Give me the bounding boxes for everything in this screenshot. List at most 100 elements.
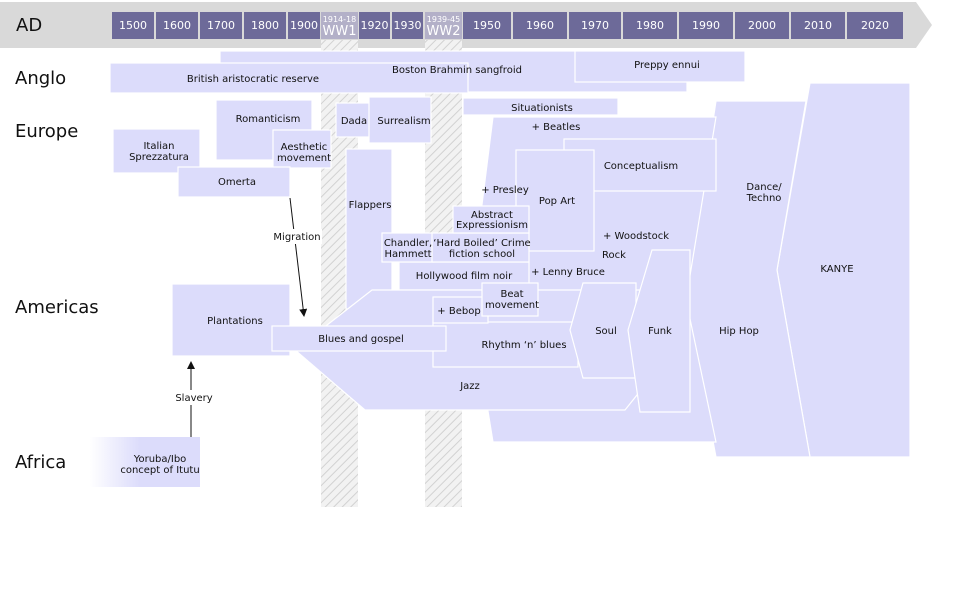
tick-label-1980: 1980 [636, 19, 664, 32]
hardboiled-block [431, 232, 530, 263]
blues-block [271, 325, 447, 352]
tick-label-1960: 1960 [526, 19, 554, 32]
tick-label-1800: 1800 [251, 19, 279, 32]
abstract-label-1: Abstract [471, 210, 513, 221]
plantations-label: Plantations [207, 316, 263, 327]
dance-label-1: Dance/ [746, 182, 782, 193]
slavery-label: Slavery [175, 393, 212, 404]
hardboiled-label-1: ‘Hard Boiled’ Crime [433, 238, 530, 249]
surrealism-block [368, 96, 432, 144]
tick-label-1950: 1950 [473, 19, 501, 32]
plantations-block [171, 283, 291, 357]
abstract-label-2: Expressionism [456, 220, 528, 231]
italian-block [112, 128, 201, 174]
funk-block [627, 249, 691, 413]
soul-label: Soul [595, 326, 617, 337]
italian-label-1: Italian [143, 141, 174, 152]
tick-label-2010: 2010 [804, 19, 832, 32]
soul-block [569, 282, 637, 379]
popart-label: Pop Art [539, 196, 575, 207]
tick-box-2010 [791, 12, 845, 39]
boston-label: Boston Brahmin sangfroid [392, 65, 522, 76]
tick-label-1600: 1600 [163, 19, 191, 32]
british-label: British aristocratic reserve [187, 74, 319, 85]
tick-box-1700 [200, 12, 242, 39]
beat-label-2: movement [485, 300, 539, 311]
tick-box-1970 [569, 12, 621, 39]
migration-arrow [289, 197, 308, 317]
woodstock-label: + Woodstock [603, 231, 669, 242]
ww1-name: WW1 [323, 24, 357, 39]
situationists-label: Situationists [511, 103, 573, 114]
situationists-block [462, 97, 619, 116]
italian-label-2: Sprezzatura [129, 152, 189, 163]
tick-label-1900: 1900 [290, 19, 318, 32]
tick-box-1990 [679, 12, 733, 39]
tick-box-1960 [513, 12, 567, 39]
yoruba-label-2: concept of Itutu [120, 465, 199, 476]
tick-box-1500 [112, 12, 154, 39]
ww2-name: WW2 [427, 24, 461, 39]
tick-box-1930 [392, 12, 423, 39]
region-africa: Africa [15, 452, 66, 473]
jazz-label: Jazz [459, 381, 480, 392]
ww2-years: 1939-45 [427, 15, 460, 24]
ww2-box [425, 12, 462, 39]
funk-label: Funk [648, 326, 672, 337]
tick-box-1920 [359, 12, 390, 39]
tick-box-1800 [244, 12, 286, 39]
noir-label: Hollywood film noir [416, 271, 513, 282]
tick-box-1950 [463, 12, 511, 39]
lenny-label: + Lenny Bruce [531, 267, 605, 278]
british-block [109, 62, 469, 94]
abstract-block [452, 205, 530, 234]
beatles-label: + Beatles [532, 122, 581, 133]
tick-box-2020 [847, 12, 903, 39]
surrealism-label: Surrealism [377, 116, 430, 127]
flappers-label: Flappers [349, 200, 392, 211]
omerta-label: Omerta [218, 177, 256, 188]
tick-label-2000: 2000 [748, 19, 776, 32]
tick-box-1900 [288, 12, 320, 39]
tick-box-1600 [156, 12, 198, 39]
presley-label: + Presley [481, 185, 529, 196]
rock-label: Rock [602, 250, 626, 261]
rnb-label: Rhythm ‘n’ blues [481, 340, 566, 351]
region-americas: Americas [15, 297, 99, 318]
hardboiled-label-2: fiction school [449, 249, 515, 260]
ww1-years: 1914-18 [323, 15, 356, 24]
beat-block [481, 282, 539, 317]
chandler-label-1: Chandler, [384, 238, 432, 249]
preppy-label: Preppy ennui [634, 60, 700, 71]
aesthetic-label-2: movement [277, 153, 331, 164]
tick-box-2000 [735, 12, 789, 39]
yoruba-block [90, 437, 200, 487]
blues-label: Blues and gospel [318, 334, 403, 345]
conceptualism-label: Conceptualism [604, 161, 678, 172]
tick-label-2020: 2020 [861, 19, 889, 32]
beat-label-1: Beat [500, 289, 523, 300]
dance-label-2: Techno [746, 193, 782, 204]
region-anglo: Anglo [15, 68, 66, 89]
kanye-label: KANYE [820, 264, 853, 275]
dada-label: Dada [341, 116, 367, 127]
omerta-block [177, 166, 291, 198]
bebop-label: + Bebop [437, 306, 480, 317]
rnb-block [432, 321, 579, 368]
aesthetic-label-1: Aesthetic [281, 142, 328, 153]
tick-label-1700: 1700 [207, 19, 235, 32]
preppy-block [574, 50, 746, 83]
tick-label-1990: 1990 [692, 19, 720, 32]
flappers-block [345, 148, 393, 310]
yoruba-label-1: Yoruba/Ibo [133, 454, 187, 465]
tick-label-1500: 1500 [119, 19, 147, 32]
chandler-label-2: Hammett [384, 249, 431, 260]
tick-label-1920: 1920 [361, 19, 389, 32]
romanticism-label: Romanticism [236, 114, 301, 125]
region-europe: Europe [15, 121, 78, 142]
tick-label-1970: 1970 [581, 19, 609, 32]
ww1-box [321, 12, 358, 39]
tick-box-1980 [623, 12, 677, 39]
